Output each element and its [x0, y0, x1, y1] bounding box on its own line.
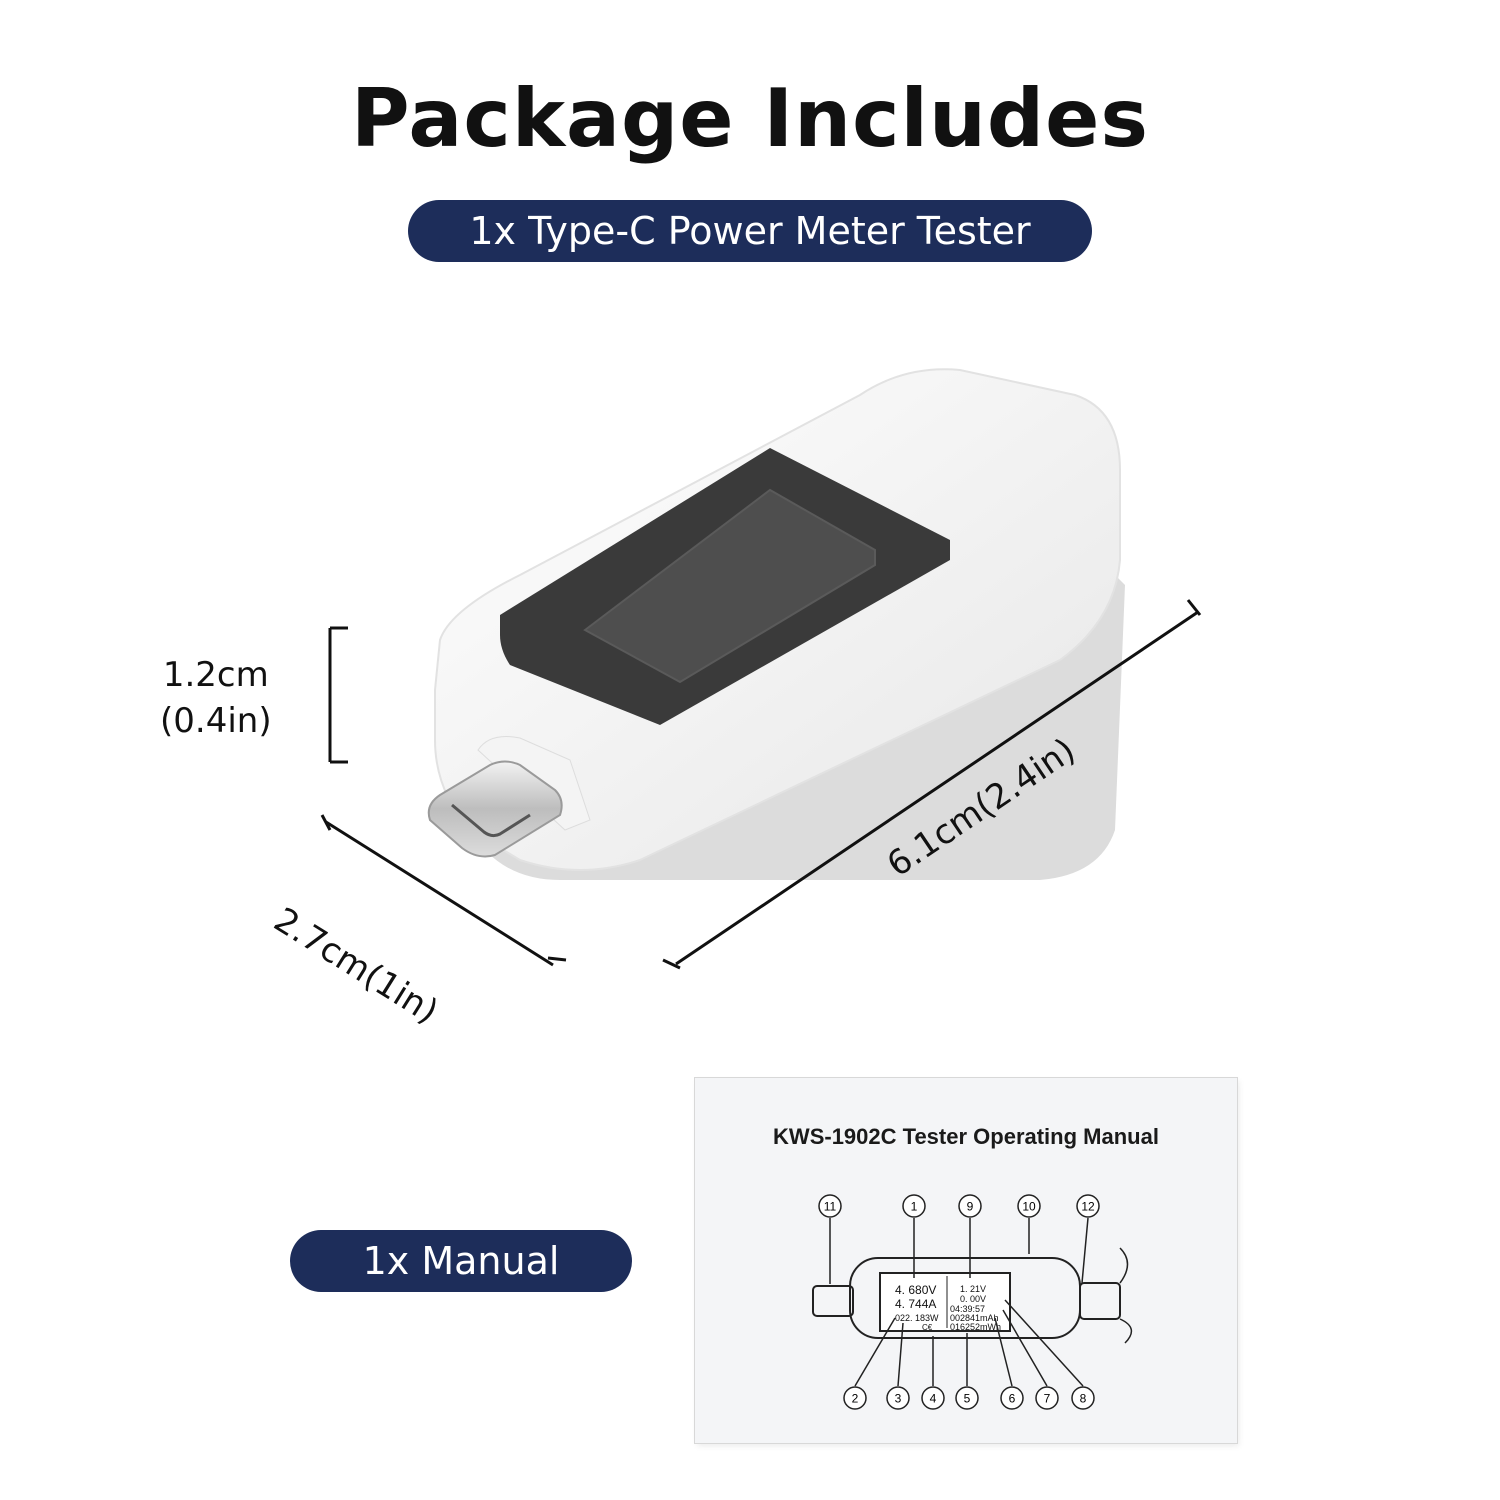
callouts-bottom: 2 3 4 5 6 7 8	[843, 1386, 1095, 1410]
callout-4-label: 4	[930, 1392, 937, 1406]
callout-7-label: 7	[1044, 1392, 1051, 1406]
callout-6-label: 6	[1009, 1392, 1016, 1406]
type-c-plug	[427, 760, 563, 858]
screen-voltage: 4. 680V	[895, 1283, 936, 1297]
screen-dminus: 0. 00V	[960, 1294, 986, 1304]
callout-6	[1000, 1386, 1024, 1410]
callout-9-label: 9	[967, 1200, 974, 1214]
screen-dplus: 1. 21V	[960, 1284, 986, 1294]
diagram-right-plug	[1079, 1282, 1121, 1320]
callout-5-label: 5	[964, 1392, 971, 1406]
callout-12	[1076, 1194, 1100, 1218]
callout-1	[902, 1194, 926, 1218]
callout-9	[958, 1194, 982, 1218]
device-screen	[583, 488, 876, 684]
page-title: Package Includes	[350, 72, 1150, 165]
screen-capacity: 002841mAh	[950, 1313, 999, 1323]
width-dimension-line	[320, 814, 567, 967]
screen-power: 022. 183W	[895, 1313, 939, 1323]
screen-time: 04:39:57	[950, 1304, 985, 1314]
height-dimension-label: 1.2cm (0.4in)	[160, 652, 272, 744]
height-cm: 1.2cm	[162, 655, 269, 695]
height-dimension-bracket	[328, 626, 348, 764]
callout-11-label: 11	[824, 1200, 837, 1214]
length-dimension-line	[662, 599, 1202, 970]
diagram-left-plug	[812, 1285, 854, 1317]
callout-7	[1035, 1386, 1059, 1410]
manual-title: KWS-1902C Tester Operating Manual	[773, 1124, 1159, 1149]
manual-sheet: KWS-1902C Tester Operating Manual 4. 680…	[695, 1078, 1237, 1443]
item-manual-badge: 1x Manual	[290, 1230, 632, 1292]
callout-8-label: 8	[1080, 1392, 1087, 1406]
diagram-screen	[879, 1272, 1011, 1332]
manual-diagram: 4. 680V 4. 744A 022. 183W C€ 1. 21V 0. 0…	[812, 1194, 1133, 1410]
callout-11	[818, 1194, 842, 1218]
screen-ce-mark: C€	[922, 1323, 933, 1332]
callout-3-label: 3	[895, 1392, 902, 1406]
callout-2	[843, 1386, 867, 1410]
diagram-cable	[1119, 1247, 1133, 1344]
callout-10-label: 10	[1022, 1200, 1036, 1214]
height-in: (0.4in)	[160, 701, 272, 741]
callout-12-label: 12	[1081, 1200, 1095, 1214]
callout-2-label: 2	[852, 1392, 859, 1406]
screen-energy: 016252mWh	[950, 1322, 1001, 1332]
callout-1-label: 1	[911, 1200, 918, 1214]
callout-8	[1071, 1386, 1095, 1410]
screen-current: 4. 744A	[895, 1297, 936, 1311]
callout-5	[955, 1386, 979, 1410]
callout-3	[886, 1386, 910, 1410]
type-c-plug-opening	[451, 803, 531, 838]
item-tester-badge: 1x Type-C Power Meter Tester	[408, 200, 1092, 262]
callout-4	[921, 1386, 945, 1410]
callout-10	[1017, 1194, 1041, 1218]
